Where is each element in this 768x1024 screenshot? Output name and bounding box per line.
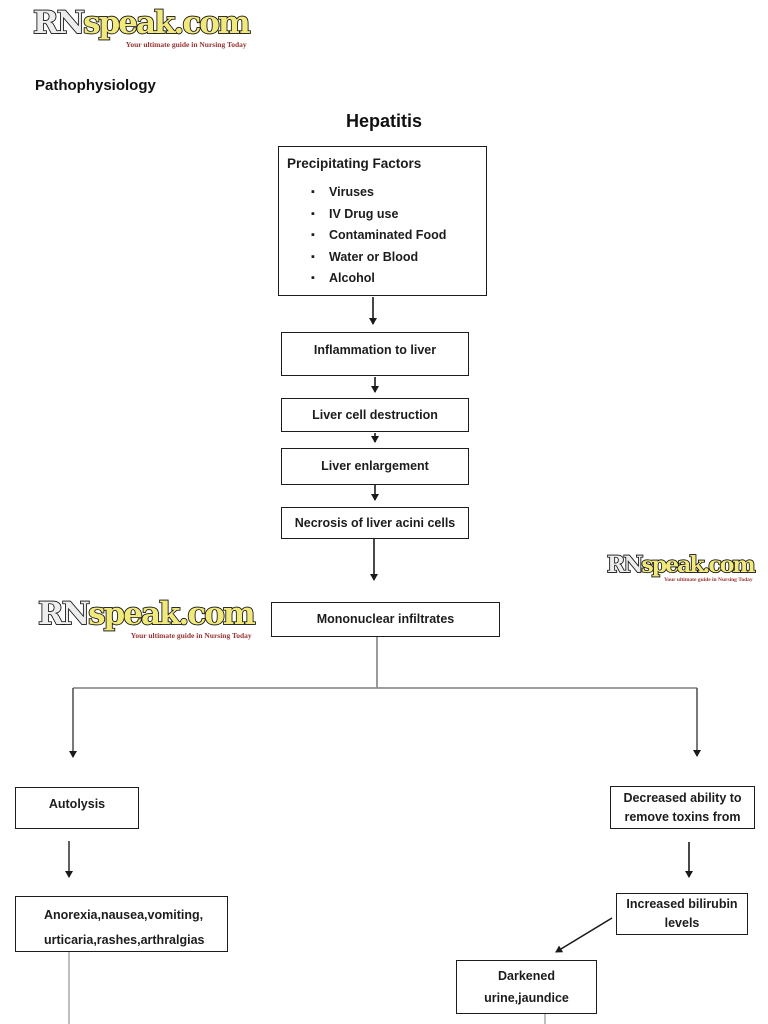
bilirubin-line-1: Increased bilirubin xyxy=(626,897,738,911)
rnspeak-logo-wordmark: RNspeak.com xyxy=(32,5,251,41)
logo-rn-text: RN xyxy=(606,552,644,578)
chart-title: Hepatitis xyxy=(345,111,423,131)
precipitating-factors-title: Precipitating Factors xyxy=(287,156,422,171)
decreased-line-2: remove toxins from xyxy=(624,809,741,824)
flow-box-mononuclear-infiltrates: Mononuclear infiltrates xyxy=(271,602,500,637)
precipitating-factors-list: Viruses IV Drug use Contaminated Food Wa… xyxy=(287,182,446,290)
list-item: Viruses xyxy=(287,182,446,204)
logo-speak-text: speak.com xyxy=(87,596,256,632)
rnspeak-logo-watermark-left: RNspeak.com Your ultimate guide in Nursi… xyxy=(37,596,256,640)
list-item: Contaminated Food xyxy=(287,225,446,247)
flow-box-liver-enlargement: Liver enlargement xyxy=(281,448,469,485)
darkened-line-1: Darkened xyxy=(498,969,555,983)
darkened-line-2: urine,jaundice xyxy=(484,991,569,1005)
rnspeak-logo-top: RNspeak.com Your ultimate guide in Nursi… xyxy=(32,5,251,49)
list-item: Water or Blood xyxy=(287,247,446,269)
flow-box-liver-cell-destruction: Liver cell destruction xyxy=(281,398,469,432)
logo-tagline: Your ultimate guide in Nursing Today xyxy=(130,631,252,640)
logo-tagline: Your ultimate guide in Nursing Today xyxy=(125,40,247,49)
flow-box-darkened-urine: Darkened urine,jaundice xyxy=(456,960,597,1014)
flow-box-necrosis: Necrosis of liver acini cells xyxy=(281,507,469,539)
symptoms-line-1: Anorexia,nausea,vomiting, xyxy=(44,908,204,922)
flow-box-symptoms: Anorexia,nausea,vomiting, urticaria,rash… xyxy=(15,896,228,952)
rnspeak-logo-watermark-right: RNspeak.com Your ultimate guide in Nursi… xyxy=(606,552,757,584)
rnspeak-logo-wordmark: RNspeak.com xyxy=(606,552,757,578)
logo-tagline: Your ultimate guide in Nursing Today xyxy=(664,577,753,583)
list-item: IV Drug use xyxy=(287,204,446,226)
list-item: Alcohol xyxy=(287,268,446,290)
flow-box-inflammation: Inflammation to liver xyxy=(281,332,469,376)
flow-box-decreased-toxin-removal: Decreased ability to remove toxins from xyxy=(610,786,755,829)
precipitating-factors-box: Precipitating Factors Viruses IV Drug us… xyxy=(278,146,487,296)
bilirubin-line-2: levels xyxy=(664,916,700,930)
rnspeak-logo-wordmark: RNspeak.com xyxy=(37,596,256,632)
logo-speak-text: speak.com xyxy=(641,552,757,578)
logo-rn-text: RN xyxy=(32,5,86,41)
symptoms-line-2: urticaria,rashes,arthralgias xyxy=(44,933,205,947)
flow-box-autolysis: Autolysis xyxy=(15,787,139,829)
decreased-line-1: Decreased ability to xyxy=(623,790,742,805)
section-heading: Pathophysiology xyxy=(35,77,156,94)
flow-box-increased-bilirubin: Increased bilirubin levels xyxy=(616,893,748,935)
logo-rn-text: RN xyxy=(37,596,91,632)
logo-speak-text: speak.com xyxy=(82,5,251,41)
